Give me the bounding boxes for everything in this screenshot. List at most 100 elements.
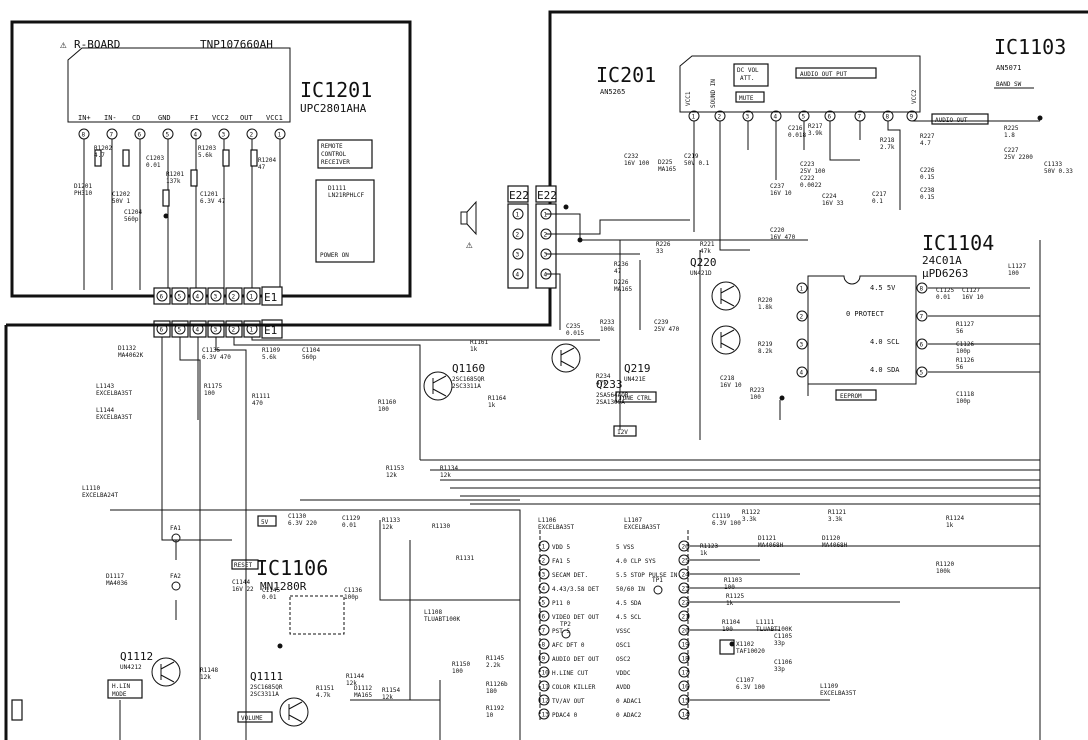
resistor-symbol — [94, 149, 102, 167]
component-ref: L1107 — [624, 517, 642, 524]
ic1104-pin-circle — [916, 282, 928, 294]
svg-text:10: 10 — [542, 670, 550, 677]
main-ic-pin-label: SECAM DET. — [552, 572, 588, 579]
main-ic-pin-label: VSSC — [616, 628, 631, 635]
component-ref: C216 — [788, 125, 803, 132]
component-value: 1k — [946, 522, 954, 529]
test-point-label: FA1 — [170, 525, 181, 532]
ic1106: IC1106 MN1280R RESET — [231, 556, 345, 635]
resistor-symbol — [122, 149, 130, 167]
transistor-symbol — [279, 697, 309, 727]
component-value: 6.3V 220 — [288, 520, 317, 527]
component-ref: C232 — [624, 153, 639, 160]
component-ref: R1125 — [726, 593, 744, 600]
reset-label: RESET — [234, 562, 252, 569]
component-ref: C1136 — [344, 587, 362, 594]
component-value: 12k — [386, 472, 397, 479]
svg-text:3: 3 — [542, 572, 546, 579]
component-value: 6.3V 100 — [736, 684, 765, 691]
component-value: 56 — [956, 328, 964, 335]
component-ref: C1144 — [232, 579, 250, 586]
component-ref: C235 — [566, 323, 581, 330]
main-ic-pin-right — [678, 624, 690, 636]
svg-text:19: 19 — [682, 642, 690, 649]
svg-text:18: 18 — [682, 656, 690, 663]
transistor-symbol — [711, 325, 741, 355]
component-value: 1.8 — [1004, 132, 1015, 139]
remote-label: REMOTE CONTROL RECEIVER POWER ON — [315, 139, 375, 263]
ic1104: IC1104 24C01A µPD6263 4.5 5V 0 PROTECT 4… — [796, 231, 994, 401]
component-ref: C227 — [1004, 147, 1019, 154]
component-value: MA165 — [658, 166, 676, 173]
transistor-ref: Q233 — [596, 378, 623, 391]
component-value: 100 — [722, 626, 733, 633]
component-value: 1k — [470, 346, 478, 353]
component-value: 16V 10 — [720, 382, 742, 389]
e1-pin — [174, 290, 186, 302]
svg-text:5: 5 — [920, 370, 924, 377]
svg-text:3: 3 — [746, 114, 750, 121]
svg-text:17: 17 — [682, 670, 690, 677]
resistor-symbol — [250, 149, 258, 167]
component-value: 4.7k — [316, 692, 331, 699]
component-ref: R1204 — [258, 157, 276, 164]
component-ref: D225 — [658, 159, 673, 166]
component-ref: L1127 — [1008, 263, 1026, 270]
component-ref: C1204 — [124, 209, 142, 216]
svg-text:6: 6 — [920, 342, 924, 349]
component-ref: C1119 — [712, 513, 730, 520]
5v-label: 5V — [261, 519, 269, 526]
component-ref: R1154 — [382, 687, 400, 694]
component-value: 560p — [124, 216, 139, 223]
tone-ctrl-label: TONE CTRL — [619, 395, 652, 402]
component-ref: R1203 — [198, 145, 216, 152]
svg-text:11: 11 — [542, 684, 550, 691]
main-ic-pin-left — [538, 610, 550, 622]
component-ref: R223 — [750, 387, 765, 394]
component-ref: C218 — [720, 375, 735, 382]
component-ref: R220 — [758, 297, 773, 304]
component-ref: C1125 — [936, 287, 954, 294]
component-ref: C1104 — [302, 347, 320, 354]
component-value: 470 — [252, 400, 263, 407]
component-ref: C1145 — [262, 587, 280, 594]
component-value: 0.01 — [342, 522, 357, 529]
ic1201-pin-8: VCC1 — [266, 114, 283, 122]
component-value: MA4068H — [758, 542, 784, 549]
svg-text:4: 4 — [774, 114, 778, 121]
svg-text:4: 4 — [800, 370, 804, 377]
component-value: TAF10020 — [736, 648, 765, 655]
component-value: 1k — [700, 550, 708, 557]
component-ref: R1164 — [488, 395, 506, 402]
component-value: 100 — [204, 390, 215, 397]
component-ref: D1112 — [354, 685, 372, 692]
main-ic-pin-label: 50/60 IN — [616, 586, 645, 593]
main-ic-pin-left — [538, 694, 550, 706]
e1-label: E1 — [264, 291, 277, 304]
component-ref: R225 — [1004, 125, 1019, 132]
component-value: 47 — [614, 268, 622, 275]
test-point-label: FA2 — [170, 573, 181, 580]
component-value: 0.0022 — [800, 182, 822, 189]
ic1104-pin-circle — [796, 338, 808, 350]
transistor-part2: 2SA1309A — [596, 399, 625, 406]
component-value: 0.01 — [262, 594, 277, 601]
component-value: MA4068H — [822, 542, 848, 549]
component-value: 8.2k — [758, 348, 773, 355]
component-value: 1.8k — [758, 304, 773, 311]
wiring — [94, 115, 1043, 740]
component-ref: R1126b — [486, 681, 508, 688]
component-value: 12k — [346, 680, 357, 687]
svg-text:3: 3 — [544, 252, 548, 259]
main-ic-pin-left — [538, 652, 550, 664]
component-ref: C1127 — [962, 287, 980, 294]
band-sw-label: BAND SW — [996, 81, 1022, 88]
component-ref: C1135 — [202, 347, 220, 354]
component-value: 0.01 — [936, 294, 951, 301]
svg-text:5: 5 — [542, 600, 546, 607]
svg-text:4: 4 — [516, 272, 520, 279]
svg-text:6: 6 — [542, 614, 546, 621]
component-value: EXCELBA35T — [538, 524, 575, 531]
transistor-symbol — [423, 371, 453, 401]
